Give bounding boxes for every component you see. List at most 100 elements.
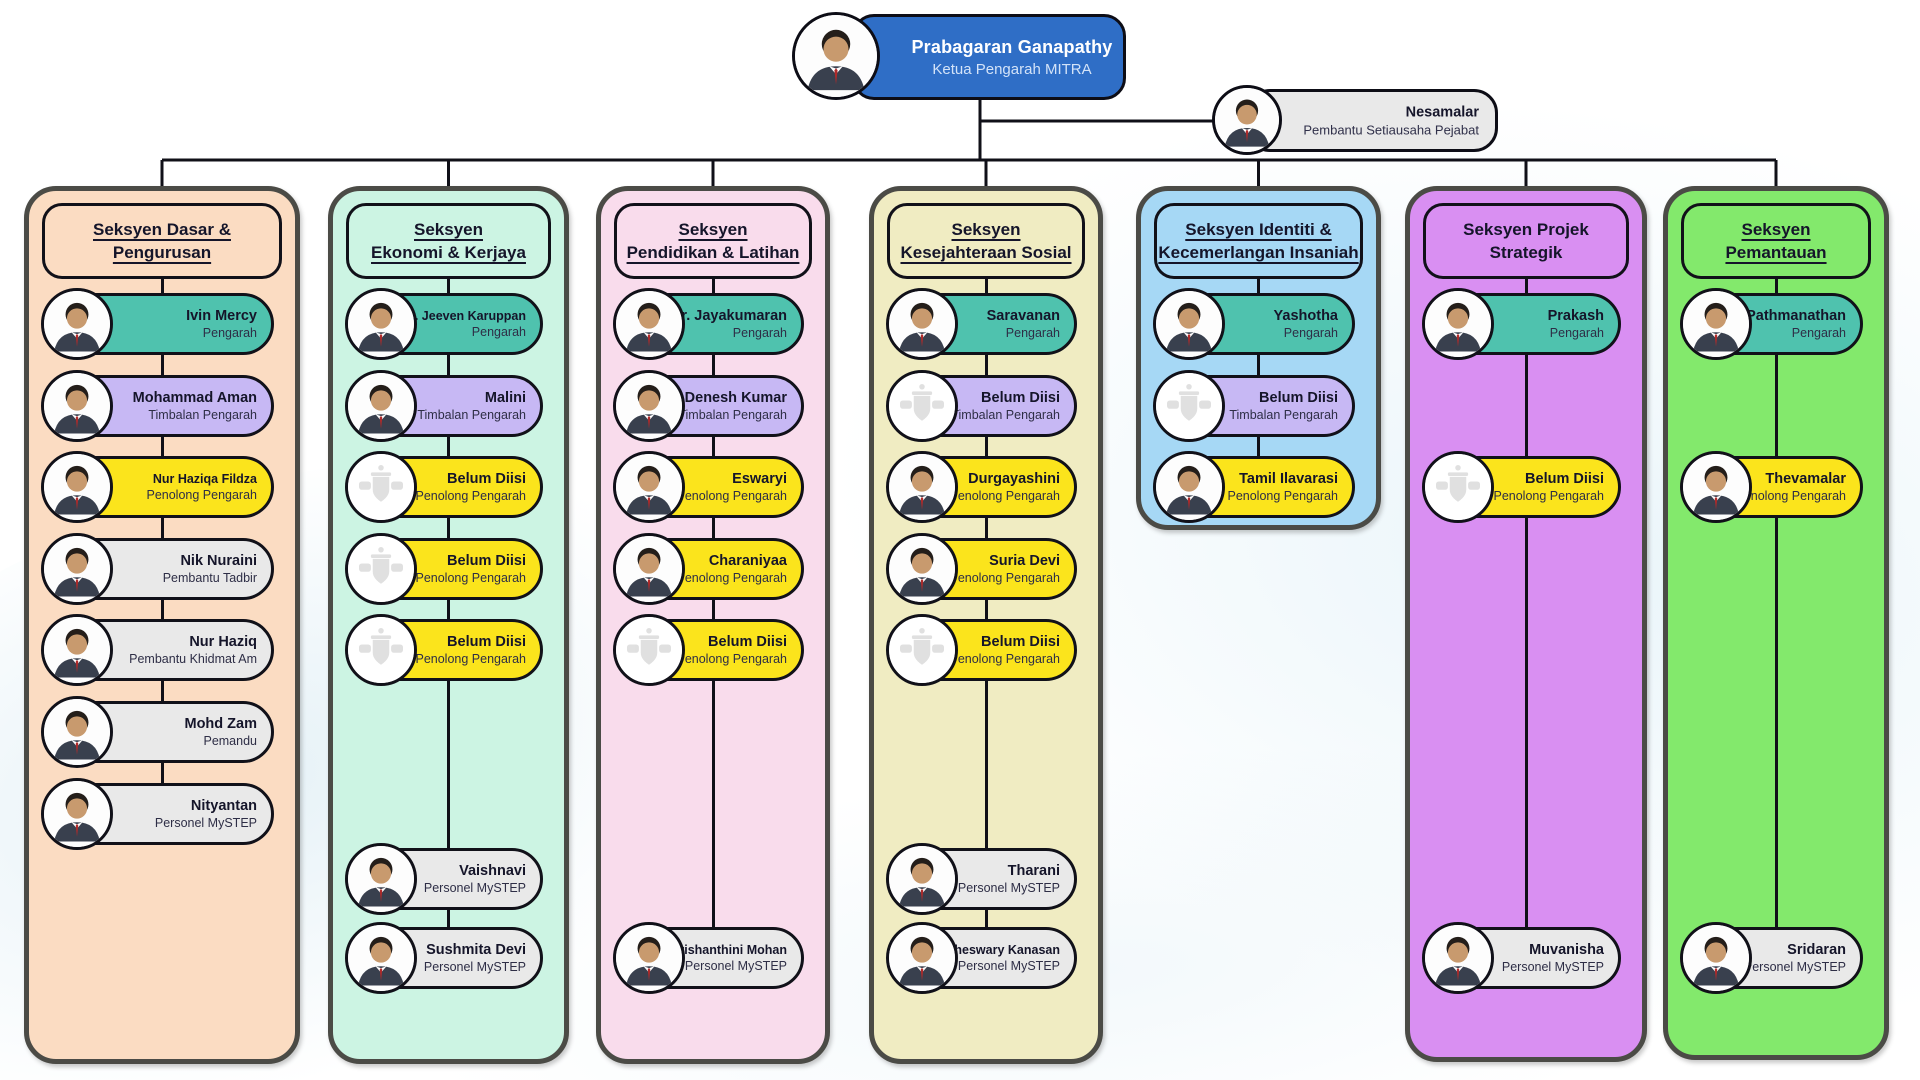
head-card: Prabagaran Ganapathy Ketua Pengarah MITR… bbox=[852, 14, 1126, 100]
member-name: Nur Haziq bbox=[189, 634, 257, 651]
member-name: Saravanan bbox=[986, 308, 1060, 324]
member-name: Prishanthini Mohan bbox=[671, 943, 787, 958]
member-role: Penolong Pengarah bbox=[949, 489, 1060, 504]
member-name: Belum Diisi bbox=[447, 552, 526, 569]
member-name: Ivin Mercy bbox=[186, 308, 257, 324]
member-name: Suria Devi bbox=[989, 552, 1060, 569]
member-photo bbox=[613, 288, 685, 360]
member-name: Sushmita Devi bbox=[426, 942, 526, 959]
head-photo bbox=[792, 12, 880, 100]
member-name: Tamil Ilavarasi bbox=[1239, 471, 1338, 488]
member-name: Belum Diisi bbox=[1259, 389, 1338, 406]
section-title: Pengurusan bbox=[112, 243, 212, 262]
section-title: Seksyen bbox=[1741, 219, 1811, 239]
member-role: Penolong Pengarah bbox=[676, 489, 787, 504]
member-name: Nur Haziqa Fildza bbox=[152, 472, 257, 487]
section-connector-line bbox=[1774, 275, 1778, 959]
member-name: Nityantan bbox=[190, 797, 257, 814]
vacant-crest-photo bbox=[1153, 369, 1225, 442]
member-role: Timbalan Pengarah bbox=[678, 407, 787, 422]
vacant-crest-photo bbox=[613, 614, 685, 687]
assistant-card: Nesamalar Pembantu Setiausaha Pejabat bbox=[1246, 89, 1498, 152]
member-name: Muvanisha bbox=[1529, 942, 1604, 959]
section-title: Strategik bbox=[1489, 243, 1563, 262]
member-photo bbox=[41, 288, 113, 360]
member-photo bbox=[613, 451, 685, 524]
member-role: Pemandu bbox=[203, 734, 257, 748]
member-role: Penolong Pengarah bbox=[676, 570, 787, 585]
assistant-photo bbox=[1212, 85, 1282, 155]
member-name: Belum Diisi bbox=[981, 634, 1060, 651]
member-photo bbox=[41, 451, 113, 524]
member-name: Dr. Jeeven Karuppan bbox=[401, 309, 526, 323]
assistant-role: Pembantu Setiausaha Pejabat bbox=[1303, 122, 1479, 137]
member-name: Malini bbox=[484, 389, 526, 406]
vacant-crest-photo bbox=[886, 614, 958, 687]
member-name: Sridaran bbox=[1787, 942, 1846, 959]
member-photo bbox=[41, 777, 113, 850]
member-name: Belum Diisi bbox=[1525, 471, 1604, 488]
section-title: Ekonomi & Kerjaya bbox=[371, 243, 526, 262]
member-role: Pengarah bbox=[202, 326, 257, 340]
member-role: Pengarah bbox=[1549, 326, 1604, 340]
member-role: Timbalan Pengarah bbox=[417, 407, 526, 422]
section-title: Kesejahteraan Sosial bbox=[900, 243, 1072, 262]
member-name: Denesh Kumar bbox=[684, 389, 787, 406]
member-photo bbox=[345, 369, 417, 442]
member-photo bbox=[345, 842, 417, 915]
member-role: Pengarah bbox=[1283, 326, 1338, 340]
member-role: Personel MySTEP bbox=[1501, 960, 1604, 975]
vacant-crest-photo bbox=[1422, 451, 1494, 524]
member-role: Pengarah bbox=[471, 325, 526, 339]
member-role: Penolong Pengarah bbox=[676, 652, 787, 667]
member-name: Nik Nuraini bbox=[180, 552, 257, 569]
member-name: Tharani bbox=[1007, 862, 1060, 879]
member-role: Personel MySTEP bbox=[957, 959, 1060, 974]
member-role: Pengarah bbox=[1791, 326, 1846, 340]
member-role: Penolong Pengarah bbox=[949, 652, 1060, 667]
member-photo bbox=[1422, 922, 1494, 995]
member-photo bbox=[886, 842, 958, 915]
section-card: Seksyen Identiti &Kecemerlangan Insaniah… bbox=[1136, 186, 1381, 530]
section-connector-line bbox=[984, 275, 988, 959]
member-photo bbox=[41, 369, 113, 442]
member-photo bbox=[886, 532, 958, 605]
member-role: Penolong Pengarah bbox=[415, 489, 526, 504]
section-title: Kecemerlangan Insaniah bbox=[1158, 243, 1359, 262]
member-photo bbox=[886, 451, 958, 524]
member-role: Personel MySTEP bbox=[684, 959, 787, 974]
member-name: Mohammad Aman bbox=[132, 389, 257, 406]
member-role: Pembantu Tadbir bbox=[162, 570, 257, 585]
member-name: Belum Diisi bbox=[981, 389, 1060, 406]
member-role: Personel MySTEP bbox=[423, 960, 526, 975]
section-connector-line bbox=[711, 275, 715, 959]
member-role: Penolong Pengarah bbox=[415, 652, 526, 667]
member-role: Pembantu Khidmat Am bbox=[129, 652, 257, 667]
head-name: Prabagaran Ganapathy bbox=[911, 36, 1113, 57]
